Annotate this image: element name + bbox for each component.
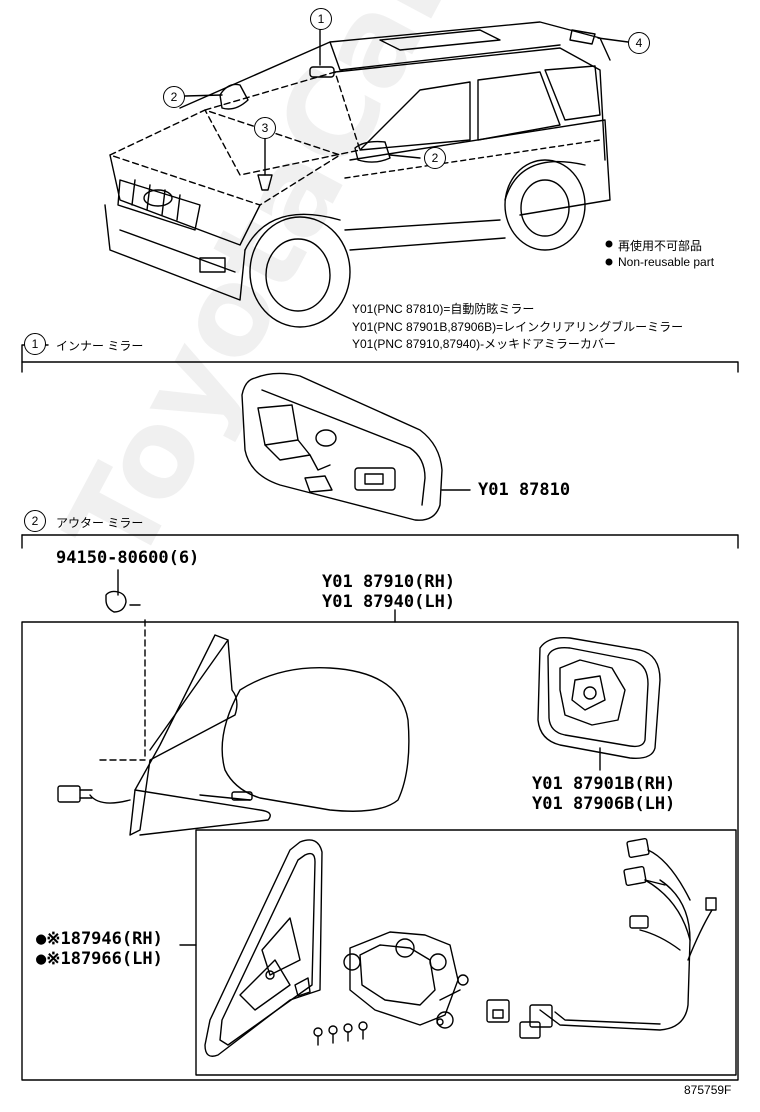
legend-non-reusable-jp: 再使用不可部品 <box>618 239 703 253</box>
sub-assembly-rh-part-number: ●※187946(RH) <box>36 929 163 949</box>
inner-mirror-drawing <box>241 372 471 521</box>
sub-assembly-lh-part-number: ●※187966(LH) <box>36 949 163 969</box>
legend-non-reusable-en: Non-reusable part <box>618 255 715 269</box>
callout-4: 4 <box>628 32 650 54</box>
callout-1: 1 <box>310 8 332 30</box>
outer-mirror-lh-part-number: Y01 87940(LH) <box>322 592 456 612</box>
figure-id: 875759F <box>684 1083 732 1097</box>
mirror-housing-drawing <box>204 839 323 1057</box>
screw-part-number: 94150-80600(6) <box>56 548 200 568</box>
section-1-number: 1 <box>24 333 46 355</box>
inner-mirror-part-number: Y01 87810 <box>478 480 571 500</box>
section-2-number: 2 <box>24 510 46 532</box>
note-line-3: Y01(PNC 87910,87940)-メッキドアミラーカバー <box>352 337 616 351</box>
screws-drawing <box>313 1021 368 1046</box>
note-line-1: Y01(PNC 87810)=自動防眩ミラー <box>352 302 535 316</box>
outer-mirror-rh-part-number: Y01 87910(RH) <box>322 572 456 592</box>
wire-harness-drawing <box>519 838 717 1039</box>
mirror-glass-drawing <box>537 637 661 759</box>
callout-3: 3 <box>254 117 276 139</box>
mirror-glass-rh-part-number: Y01 87901B(RH) <box>532 774 676 794</box>
callout-2-right: 2 <box>424 147 446 169</box>
section-2-label: アウター ミラー <box>56 516 144 530</box>
mirror-glass-lh-part-number: Y01 87906B(LH) <box>532 794 676 814</box>
section-1-label: インナー ミラー <box>56 339 144 353</box>
note-line-2: Y01(PNC 87901B,87906B)=レインクリアリングブルーミラー <box>352 320 684 334</box>
motor-assembly-drawing <box>343 931 469 1029</box>
callout-2-left: 2 <box>163 86 185 108</box>
outer-mirror-drawing <box>57 634 410 836</box>
vehicle-illustration <box>104 21 611 328</box>
